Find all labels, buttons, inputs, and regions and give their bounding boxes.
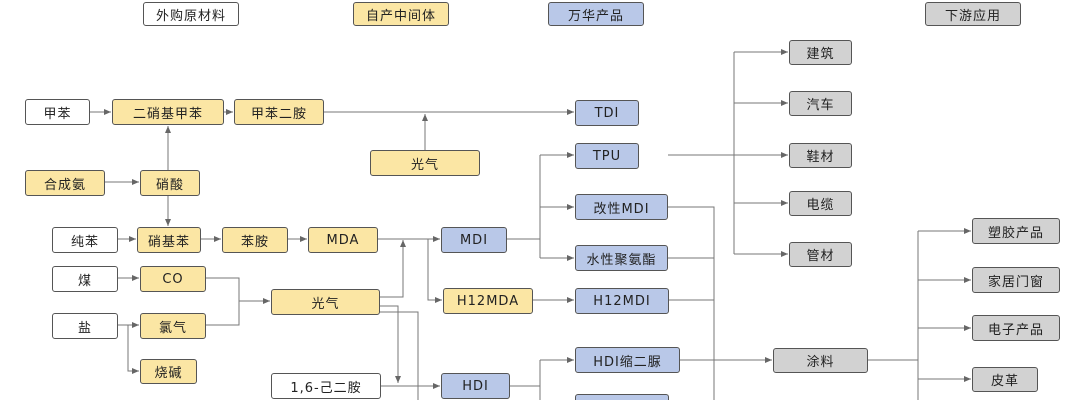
node-toluene: 甲苯 (25, 99, 90, 125)
node-phosgene-mid: 光气 (271, 289, 380, 315)
legend-external-materials: 外购原材料 (143, 2, 239, 26)
node-mda: MDA (308, 227, 378, 253)
node-benzene: 纯苯 (52, 227, 118, 253)
node-salt: 盐 (52, 313, 118, 339)
legend-downstream-applications: 下游应用 (925, 2, 1021, 26)
node-h12mda: H12MDA (443, 288, 533, 314)
node-mdi: MDI (441, 227, 507, 253)
node-modified-mdi: 改性MDI (575, 194, 668, 220)
node-phosgene-top: 光气 (370, 150, 480, 176)
node-synthetic-ammonia: 合成氨 (25, 170, 105, 196)
legend-internal-intermediates: 自产中间体 (353, 2, 449, 26)
node-home-furnishing: 家居门窗 (972, 267, 1060, 293)
node-aniline: 苯胺 (222, 227, 288, 253)
node-construction: 建筑 (789, 40, 852, 65)
node-nitric-acid: 硝酸 (140, 170, 200, 196)
node-tpu: TPU (575, 143, 639, 169)
node-dinitrotoluene: 二硝基甲苯 (112, 99, 224, 125)
node-nitrobenzene: 硝基苯 (137, 227, 201, 253)
node-tdi: TDI (575, 100, 639, 126)
node-waterborne-pu: 水性聚氨酯 (575, 245, 668, 271)
node-automotive: 汽车 (789, 91, 852, 116)
node-hdi: HDI (441, 373, 510, 399)
legend-wanhua-products: 万华产品 (548, 2, 644, 26)
node-pipe: 管材 (789, 242, 852, 267)
node-chlorine: 氯气 (140, 313, 206, 339)
node-caustic-soda: 烧碱 (140, 359, 197, 384)
node-toluenediamine: 甲苯二胺 (234, 99, 324, 125)
node-hexanediamine: 1,6-己二胺 (271, 373, 381, 399)
node-plastic-products: 塑胶产品 (972, 218, 1060, 244)
node-hdi-biuret: HDI缩二脲 (575, 347, 680, 373)
node-footwear: 鞋材 (789, 143, 852, 168)
node-electronics: 电子产品 (972, 315, 1060, 341)
node-coal: 煤 (52, 266, 118, 292)
node-coating: 涂料 (773, 348, 868, 373)
node-h12mdi: H12MDI (575, 288, 669, 314)
node-partial-bottom (575, 394, 669, 400)
node-co: CO (140, 266, 206, 292)
node-leather: 皮革 (972, 367, 1038, 392)
node-cable: 电缆 (789, 191, 852, 216)
